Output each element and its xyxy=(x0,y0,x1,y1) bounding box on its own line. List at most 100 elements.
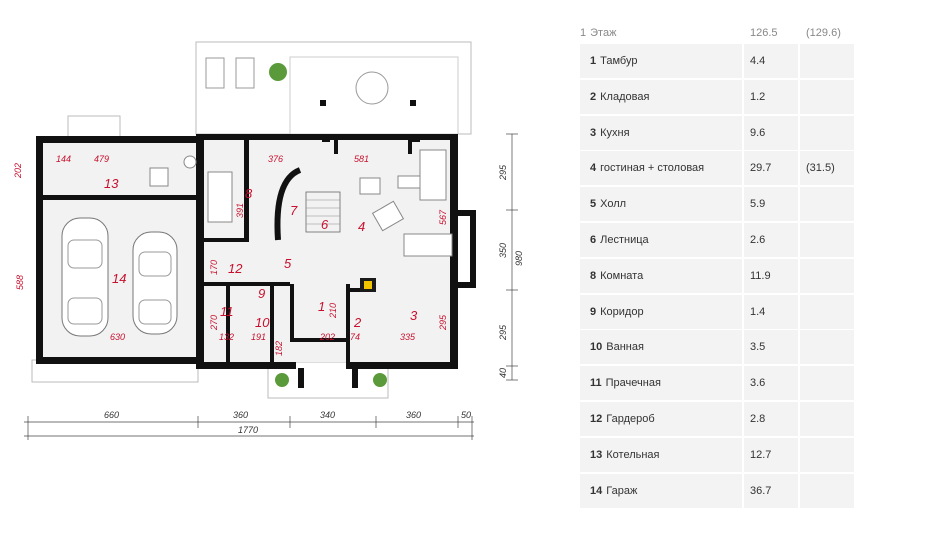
room-name: Коридор xyxy=(600,305,644,318)
dim-label: 191 xyxy=(251,332,266,342)
room-area-alt: (31.5) xyxy=(800,151,854,186)
room-number: 12 xyxy=(590,412,603,425)
room-name: Котельная xyxy=(606,448,660,461)
room-number: 10 xyxy=(590,341,603,354)
room-area: 3.6 xyxy=(744,366,798,401)
room-area-alt xyxy=(800,258,854,293)
room-area: 3.5 xyxy=(744,330,798,365)
room-area-alt xyxy=(800,187,854,222)
header-text: Этаж xyxy=(590,27,617,39)
room-label: 1 xyxy=(318,299,325,314)
room-name: Гардероб xyxy=(606,412,655,425)
room-name: Лестница xyxy=(600,233,649,246)
dim-label: 376 xyxy=(268,154,283,164)
room-area: 9.6 xyxy=(744,115,798,150)
room-label: 8 xyxy=(245,186,253,201)
room-number: 13 xyxy=(590,448,603,461)
room-number: 2 xyxy=(590,90,597,103)
room-area: 2.8 xyxy=(744,401,798,436)
room-name: Тамбур xyxy=(600,55,638,67)
room-label: 7 xyxy=(290,203,298,218)
room-area-alt xyxy=(800,115,854,150)
room-area: 36.7 xyxy=(744,473,798,508)
room-area-alt xyxy=(800,330,854,365)
header-label: 1 Этаж xyxy=(580,22,742,44)
dim-label: 270 xyxy=(209,315,219,331)
room-number: 1 xyxy=(590,55,597,67)
room-name: Кухня xyxy=(600,126,630,139)
dim-label: 182 xyxy=(274,341,284,356)
room-name: Кладовая xyxy=(600,90,650,103)
room-area-alt xyxy=(800,79,854,114)
dim-label: 295 xyxy=(498,324,508,341)
dim-label: 360 xyxy=(233,410,248,420)
dim-label: 340 xyxy=(320,410,335,420)
dim-label: 202 xyxy=(319,332,335,342)
room-area-alt xyxy=(800,473,854,508)
room-number: 5 xyxy=(590,198,597,211)
room-label: 9 xyxy=(258,286,265,301)
room-area: 11.9 xyxy=(744,258,798,293)
room-area: 4.4 xyxy=(744,44,798,78)
room-number: 3 xyxy=(590,126,597,139)
room-number: 11 xyxy=(590,377,602,390)
table-header: 1 Этаж 126.5 (129.6) xyxy=(580,22,854,44)
room-area: 2.6 xyxy=(744,222,798,257)
header-area-alt: (129.6) xyxy=(806,27,841,39)
room-number: 8 xyxy=(590,269,597,282)
dim-label: 980 xyxy=(514,251,524,266)
room-area-alt xyxy=(800,437,854,472)
room-number: 6 xyxy=(590,233,597,246)
room-label: 3 xyxy=(410,308,418,323)
dim-label: 295 xyxy=(438,314,448,331)
dim-label: 1770 xyxy=(238,425,258,435)
room-area-alt xyxy=(800,294,854,329)
header-num: 1 xyxy=(580,27,587,39)
dim-label: 144 xyxy=(56,154,71,164)
room-label: 14 xyxy=(112,271,126,286)
room-label: 5 xyxy=(284,256,292,271)
dim-label: 630 xyxy=(110,332,125,342)
dim-label: 391 xyxy=(235,203,245,218)
dim-label: 74 xyxy=(350,332,360,342)
dim-label: 202 xyxy=(13,163,23,179)
dim-label: 581 xyxy=(354,154,369,164)
room-area: 1.2 xyxy=(744,79,798,114)
dim-label: 479 xyxy=(94,154,109,164)
room-label: 4 xyxy=(358,219,365,234)
dim-label: 588 xyxy=(15,275,25,290)
room-area: 29.7 xyxy=(744,151,798,186)
dim-label: 660 xyxy=(104,410,119,420)
room-label: 13 xyxy=(104,176,119,191)
room-area: 1.4 xyxy=(744,294,798,329)
dim-label: 40 xyxy=(498,368,508,378)
dim-label: 170 xyxy=(209,260,219,275)
dim-label: 295 xyxy=(498,164,508,181)
room-area-alt xyxy=(800,44,854,78)
room-number: 4 xyxy=(590,162,597,175)
dim-label: 50 xyxy=(461,410,471,420)
